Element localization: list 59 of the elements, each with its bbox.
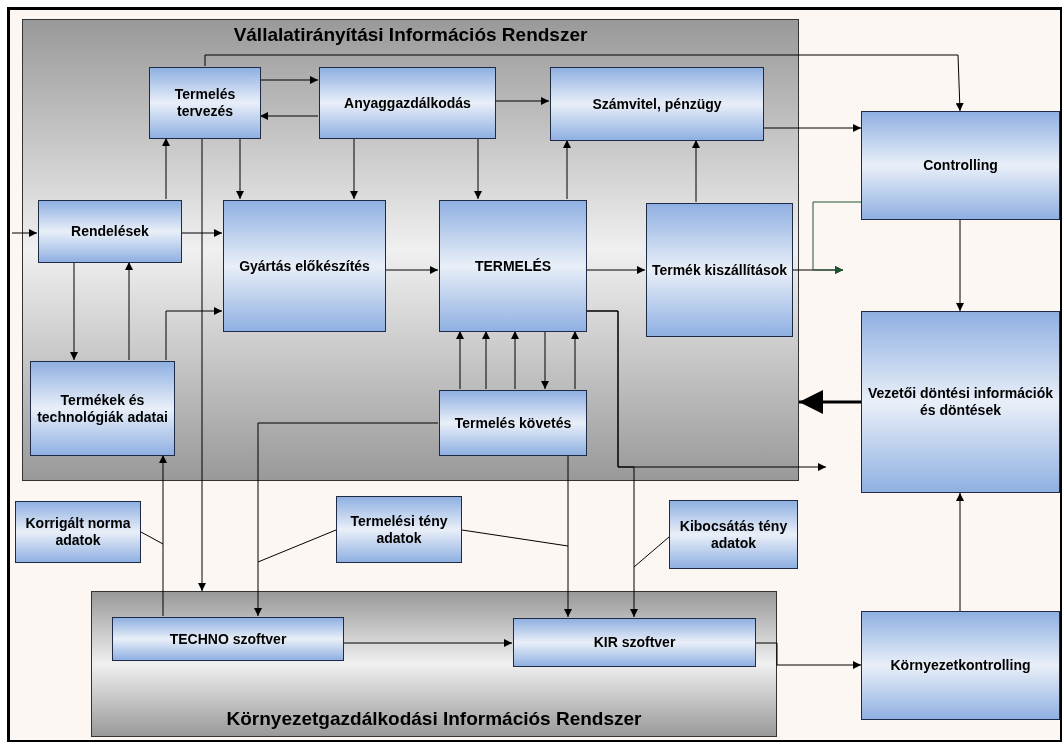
process-box: Termelési tény adatok [336, 496, 462, 563]
arrow [259, 76, 319, 84]
arrow [236, 137, 244, 200]
arrow [762, 124, 862, 132]
arrow [180, 229, 223, 237]
arrow [350, 137, 358, 200]
arrow [259, 112, 319, 120]
arrow [198, 137, 206, 592]
arrow [474, 137, 482, 200]
arrow [541, 330, 549, 390]
process-box: Anyaggazdálkodás [319, 67, 496, 139]
arrow [494, 97, 550, 105]
process-box: Termék kiszállítások [646, 203, 793, 337]
arrow [692, 139, 700, 203]
arrow [159, 454, 167, 617]
process-box: Termékek és technológiák adatai [30, 361, 175, 456]
arrow [11, 229, 38, 237]
process-box: Korrigált norma adatok [15, 501, 141, 563]
process-box: Gyártás előkészítés [223, 200, 386, 332]
arrow [585, 310, 638, 618]
arrow [204, 54, 964, 112]
arrow [70, 261, 78, 361]
arrow [482, 330, 490, 390]
arrow [571, 330, 579, 390]
system-panel [22, 19, 799, 481]
arrow [254, 422, 439, 617]
arrow [956, 219, 964, 312]
arrow [456, 330, 464, 390]
leader-line [461, 529, 569, 547]
process-box: Számvitel, pénzügy [550, 67, 764, 141]
process-box: KIR szoftver [513, 618, 756, 667]
arrow [342, 639, 513, 647]
arrow [754, 642, 862, 669]
system-panel [91, 591, 777, 737]
arrow [812, 201, 862, 274]
process-box: Környezetkontrolling [861, 611, 1060, 720]
arrow [165, 307, 223, 361]
arrow [564, 454, 572, 618]
arrow [563, 139, 571, 200]
leader-line [633, 536, 670, 568]
process-box: Termelés követés [439, 390, 587, 456]
process-box: TERMELÉS [439, 200, 587, 332]
process-box: Kibocsátás tény adatok [669, 500, 798, 569]
leader-line [140, 531, 164, 545]
panel-title: Környezetgazdálkodási Információs Rendszer [226, 708, 642, 730]
arrow [585, 266, 646, 274]
process-box: Termelés tervezés [149, 67, 261, 139]
arrow [956, 492, 964, 612]
arrow [384, 266, 439, 274]
process-box: Vezetői döntési információk és döntések [861, 311, 1060, 493]
arrow [799, 390, 861, 414]
arrow [511, 330, 519, 390]
leader-line [257, 529, 337, 563]
panel-title: Vállalatirányítási Információs Rendszer [233, 24, 588, 46]
process-box: Rendelések [38, 200, 182, 263]
process-box: TECHNO szoftver [112, 617, 344, 661]
arrow [125, 261, 133, 361]
process-box: Controlling [861, 111, 1060, 220]
arrow [162, 137, 170, 200]
